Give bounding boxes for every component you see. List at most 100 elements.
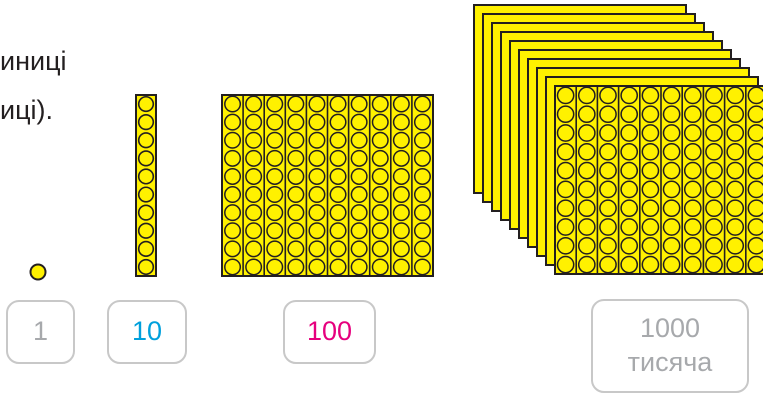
flat-bead [351,133,367,149]
cube-front-bead [579,125,595,141]
flat-bead [394,259,410,275]
rod-of-ten [135,94,159,282]
cube-front-bead [706,257,722,273]
flat-bead [373,241,389,257]
flat-bead [415,187,431,203]
flat-bead [351,223,367,239]
cube-front-bead [706,163,722,179]
flat-bead [225,259,241,275]
cube-front-bead [685,125,701,141]
card-hundred-value: 100 [307,315,352,349]
cube-front-bead [558,87,574,103]
flat-bead [373,259,389,275]
cube-front-bead [748,163,763,179]
flat-bead [267,114,283,129]
flat-bead [415,241,431,257]
cube-front-bead [706,125,722,141]
cube-front-bead [685,163,701,179]
flat-bead [288,187,304,203]
flat-bead [309,169,325,185]
flat-bead [415,169,431,185]
flat-bead [288,114,304,129]
cube-front-bead [621,144,637,160]
cube-front-bead [642,163,658,179]
card-thousand-label: тисяча [628,346,713,380]
cube-front-bead [600,257,616,273]
flat-bead [246,241,262,257]
cube-front-bead [748,219,763,235]
flat-bead [246,223,262,239]
cube-front-flat [555,86,763,274]
cube-front-bead [706,238,722,254]
flat-bead [330,259,346,275]
flat-bead [415,96,431,112]
cube-front-bead [621,200,637,216]
flat-bead [351,205,367,221]
cube-front-bead [621,219,637,235]
flat-bead [330,133,346,149]
flat-bead [415,114,431,129]
flat-bead [330,187,346,203]
flat-bead [330,169,346,185]
rod-bead [139,169,154,184]
cube-front-bead [600,144,616,160]
cube-front-bead [558,144,574,160]
flat-bead [246,151,262,167]
cube-front-bead [685,144,701,160]
cube-front-bead [727,144,743,160]
cube-front-bead [600,238,616,254]
flat-bead [225,205,241,221]
flat-bead [351,169,367,185]
cube-front-bead [579,200,595,216]
cube-front-bead [748,144,763,160]
cube-front-bead [706,106,722,122]
flat-bead [309,205,325,221]
cube-front-bead [558,181,574,197]
flat-bead [351,259,367,275]
flat-bead [246,259,262,275]
card-thousand-value: 1000 [640,312,700,346]
flat-bead [373,223,389,239]
flat-bead [415,223,431,239]
rod-bead [139,115,154,130]
flat-bead [225,169,241,185]
flat-bead [394,96,410,112]
flat-bead [267,133,283,149]
cube-front-bead [706,144,722,160]
cube-front-bead [727,219,743,235]
flat-bead [267,96,283,112]
cube-front-bead [748,87,763,103]
cube-front-bead [642,257,658,273]
flat-bead [267,169,283,185]
cube-front-bead [748,238,763,254]
cube-front-bead [748,181,763,197]
intro-text-line-1: иниці [0,46,67,77]
flat-bead [225,223,241,239]
cube-front-bead [600,163,616,179]
flat-bead [267,187,283,203]
cube-front-bead [706,87,722,103]
cube-front-bead [579,106,595,122]
cube-front-bead [664,238,680,254]
cube-front-bead [664,181,680,197]
cube-front-bead [579,87,595,103]
unit-bead-one [25,262,51,288]
flat-bead [288,169,304,185]
cube-front-bead [748,200,763,216]
flat-bead [225,133,241,149]
card-one: 1 [6,300,75,364]
cube-front-bead [642,200,658,216]
card-hundred: 100 [283,300,376,364]
flat-bead [394,169,410,185]
flat-bead [330,205,346,221]
cube-front-bead [642,125,658,141]
cube-front-bead [748,125,763,141]
cube-front-bead [727,163,743,179]
cube-front-bead [600,200,616,216]
cube-front-bead [621,181,637,197]
cube-front-bead [600,219,616,235]
flat-bead [309,187,325,203]
cube-front-bead [664,87,680,103]
cube-front-bead [558,200,574,216]
cube-front-bead [642,238,658,254]
